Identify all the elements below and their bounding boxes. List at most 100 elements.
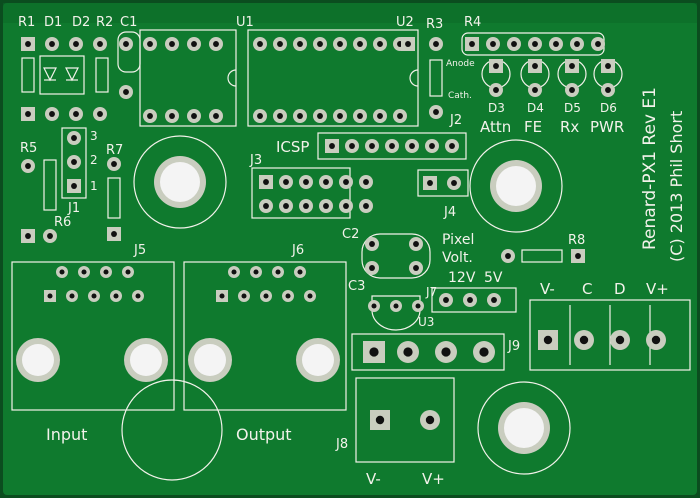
pad-hole (569, 63, 575, 69)
pad-hole (275, 269, 281, 275)
pad-hole (111, 161, 117, 167)
label-pin1: 1 (90, 179, 98, 193)
label-r2: R2 (96, 15, 113, 30)
label-d3: D3 (488, 101, 505, 115)
pad-hole (393, 303, 399, 309)
board-surface (3, 3, 697, 495)
label-r7: R7 (106, 143, 123, 158)
pad-hole (651, 335, 661, 345)
label-r6: R6 (54, 215, 71, 230)
pad-hole (553, 41, 559, 47)
label-r5: R5 (20, 141, 37, 156)
pad-hole (425, 415, 435, 425)
pad-hole (91, 293, 97, 299)
pad-hole (169, 113, 175, 119)
pad-hole (47, 233, 53, 239)
pad-hole (323, 203, 329, 209)
pad-hole (511, 41, 517, 47)
pad-hole (241, 293, 247, 299)
pad-hole (413, 265, 419, 271)
label-c2: C2 (342, 227, 359, 242)
mounting-hole (194, 344, 226, 376)
board-title: Renard-PX1 Rev E1 (640, 87, 660, 250)
pad-hole (49, 41, 55, 47)
pad-hole (213, 113, 219, 119)
pad-hole (71, 183, 77, 189)
label-input: Input (46, 425, 87, 444)
pad-hole (443, 297, 449, 303)
board-copyright: (C) 2013 Phil Short (667, 111, 686, 262)
label-j4: J4 (443, 205, 456, 220)
pad-hole (277, 113, 283, 119)
pad-hole (123, 41, 129, 47)
pad-hole (317, 41, 323, 47)
pad-hole (375, 415, 385, 425)
pad-hole (490, 41, 496, 47)
label-d4: D4 (527, 101, 544, 115)
mounting-hole (22, 344, 54, 376)
mounting-hole (496, 166, 536, 206)
mounting-hole (130, 344, 162, 376)
pad-hole (449, 143, 455, 149)
label-u1: U1 (236, 15, 254, 30)
pad-hole (343, 179, 349, 185)
pad-hole (71, 159, 77, 165)
pad-hole (369, 241, 375, 247)
label-d6: D6 (600, 101, 617, 115)
label-d5: D5 (564, 101, 581, 115)
pad-hole (323, 179, 329, 185)
label-fe: FE (524, 118, 542, 136)
pad-hole (579, 335, 589, 345)
label-j8: J8 (335, 437, 348, 452)
pad-hole (532, 41, 538, 47)
pad-hole (329, 143, 335, 149)
pad-hole (349, 143, 355, 149)
copper-pads (16, 37, 666, 454)
label-output: Output (236, 425, 292, 444)
pad-hole (283, 203, 289, 209)
label-j5: J5 (133, 243, 146, 258)
pad-hole (219, 293, 225, 299)
pad-hole (377, 113, 383, 119)
label-r3: R3 (426, 17, 443, 32)
label-attn: Attn (480, 118, 511, 136)
label-pin3: 3 (90, 129, 98, 143)
label-icsp: ICSP (276, 138, 309, 156)
pad-hole (231, 269, 237, 275)
pad-hole (605, 63, 611, 69)
pad-hole (59, 269, 65, 275)
pad-hole (479, 347, 489, 357)
pad-hole (532, 63, 538, 69)
pad-hole (493, 87, 499, 93)
label-cath: Cath. (448, 91, 472, 101)
pad-hole (605, 87, 611, 93)
pad-hole (49, 111, 55, 117)
pad-hole (47, 293, 53, 299)
label-anode: Anode (446, 59, 475, 69)
pad-hole (441, 347, 451, 357)
label-j3: J3 (249, 153, 262, 168)
label-j8-vplus: V+ (422, 470, 445, 488)
pad-hole (297, 113, 303, 119)
label-u3: U3 (418, 315, 434, 329)
pad-hole (135, 293, 141, 299)
pad-hole (25, 111, 31, 117)
pad-hole (283, 179, 289, 185)
pad-hole (343, 203, 349, 209)
label-r4: R4 (464, 15, 481, 30)
pad-hole (409, 143, 415, 149)
pad-hole (467, 297, 473, 303)
pad-hole (337, 113, 343, 119)
pad-hole (371, 303, 377, 309)
label-vplus: V+ (646, 280, 669, 298)
label-r8: R8 (568, 233, 585, 248)
label-d1: D1 (44, 15, 62, 30)
label-j1: J1 (67, 201, 80, 216)
pad-hole (191, 113, 197, 119)
pad-hole (303, 203, 309, 209)
pad-hole (363, 179, 369, 185)
pad-hole (97, 41, 103, 47)
pad-hole (263, 179, 269, 185)
label-12v: 12V (448, 270, 476, 286)
pad-hole (427, 180, 433, 186)
